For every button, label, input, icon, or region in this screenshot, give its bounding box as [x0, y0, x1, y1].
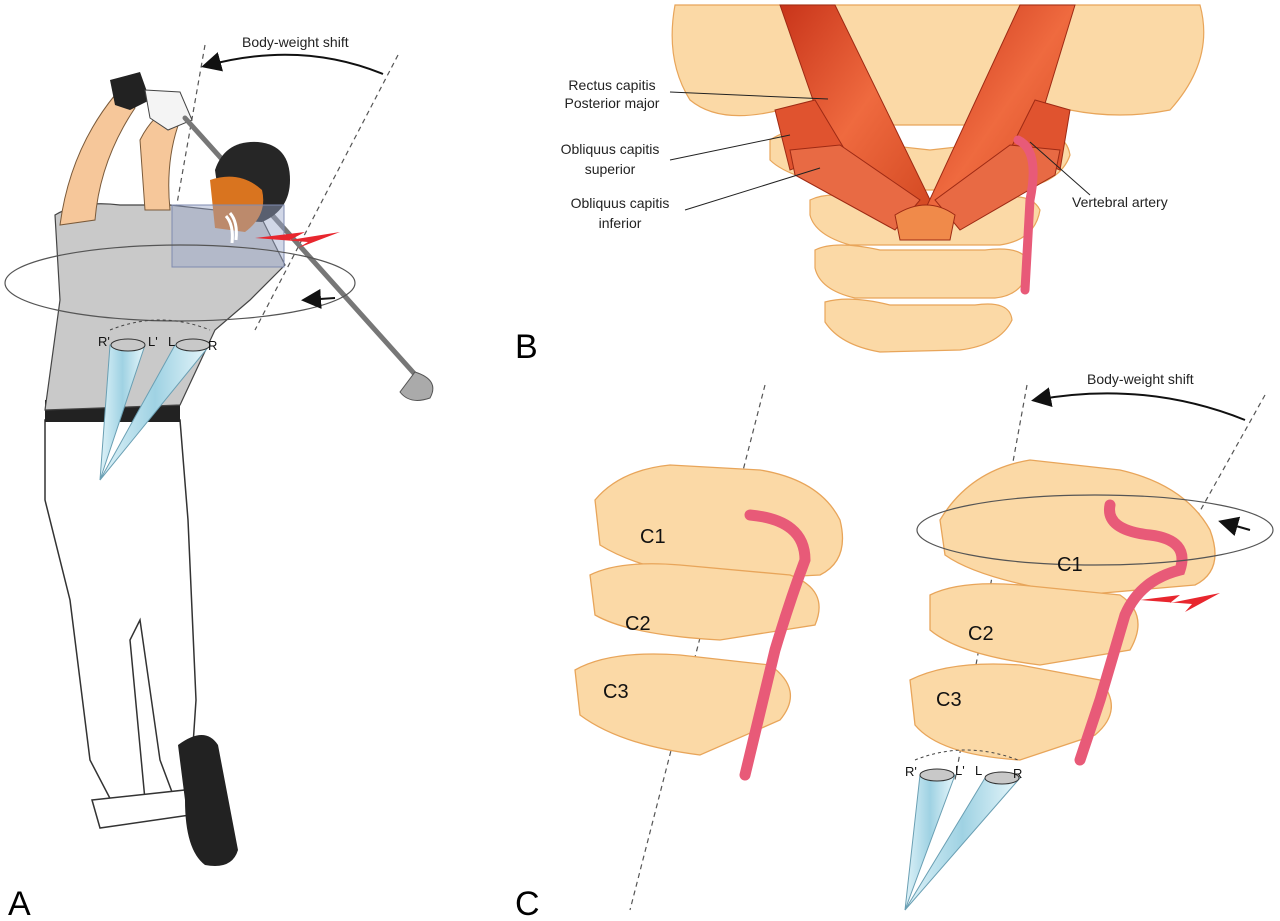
cone-top-right-c — [984, 771, 1020, 785]
golfer-left-shoe — [91, 789, 191, 829]
label-obl-inf-line2: inferior — [599, 215, 642, 231]
leader-obl-sup — [669, 134, 791, 161]
vertebral-artery-left-c — [739, 509, 811, 781]
axis-shifted-c — [1194, 394, 1266, 521]
vertebral-artery-b — [1013, 135, 1038, 295]
golfer-right-shoe — [178, 735, 238, 866]
skull-base — [671, 4, 1205, 126]
pain-lightning-c — [1140, 593, 1220, 612]
label-vertebral-artery: Vertebral artery — [1072, 194, 1168, 210]
cone-top-right-a — [175, 338, 211, 352]
c2-right — [929, 583, 1139, 666]
golf-club-head — [399, 371, 434, 401]
label-c2-right: C2 — [968, 623, 994, 645]
label-rectus-line2: Posterior major — [565, 95, 660, 111]
golfer-neck — [210, 176, 264, 232]
label-c1-left: C1 — [640, 526, 666, 548]
golfer-trousers — [44, 419, 197, 809]
label-c1-right: C1 — [1057, 554, 1083, 576]
panel-letter-c: C — [515, 885, 540, 921]
c2-left — [589, 563, 820, 641]
panel-letter-b: B — [515, 328, 538, 366]
panel-letter-a: A — [8, 885, 31, 921]
neck-highlight-box — [171, 204, 285, 268]
cone-top-left-c — [919, 768, 955, 782]
pain-lightning-a — [255, 232, 340, 248]
weight-shift-arrow-c — [1031, 387, 1246, 421]
label-obl-sup-line2: superior — [585, 161, 636, 177]
label-r-c: R — [1013, 766, 1022, 781]
label-r-a: R — [208, 338, 217, 353]
spinous-process-c2 — [894, 204, 956, 241]
axis-left-c — [629, 384, 766, 911]
golfer-glove-dark — [110, 72, 150, 110]
cone-top-left-a — [110, 338, 146, 352]
panel-c: C1 C2 C3 Body-weight shift C1 C2 C3 R' L… — [515, 371, 1274, 921]
weight-shift-label-a: Body-weight shift — [242, 34, 349, 50]
leader-artery — [1029, 141, 1091, 196]
cervical-spine-mini — [224, 212, 238, 244]
label-r-prime-a: R' — [98, 334, 110, 349]
label-l-c: L — [975, 763, 982, 778]
panel-b: Rectus capitis Posterior major Obliquus … — [515, 4, 1205, 366]
label-l-prime-a: L' — [148, 334, 158, 349]
label-c3-left: C3 — [603, 681, 629, 703]
c3-left — [574, 653, 792, 756]
rotation-arrow-c — [1218, 516, 1251, 537]
label-c3-right: C3 — [936, 689, 962, 711]
shifted-axis-line — [254, 54, 399, 331]
rotation-ellipse-c — [916, 494, 1274, 566]
weight-shift-arrow — [201, 52, 384, 75]
rotation-arrow-a — [301, 288, 336, 309]
label-obl-sup-line1: Obliquus capitis — [561, 141, 660, 157]
label-l-prime-c: L' — [955, 763, 965, 778]
vertebral-artery-right-c — [1074, 499, 1188, 766]
panel-a: Body-weight shift R' — [4, 34, 434, 921]
label-c2-left: C2 — [625, 613, 651, 635]
golfer-glove-white — [144, 89, 193, 131]
rotation-ellipse-a — [4, 244, 356, 322]
label-r-prime-c: R' — [905, 764, 917, 779]
leader-obl-inf — [684, 167, 821, 211]
leader-rectus — [669, 91, 829, 100]
weight-shift-label-c: Body-weight shift — [1087, 371, 1194, 387]
label-l-a: L — [168, 334, 175, 349]
vertebra-b-3 — [824, 298, 1013, 353]
c3-right — [909, 663, 1113, 761]
label-obl-inf-line1: Obliquus capitis — [571, 195, 670, 211]
label-rectus-line1: Rectus capitis — [568, 77, 655, 93]
cone-arc-a — [109, 319, 211, 331]
vertebra-b-2 — [814, 244, 1031, 299]
